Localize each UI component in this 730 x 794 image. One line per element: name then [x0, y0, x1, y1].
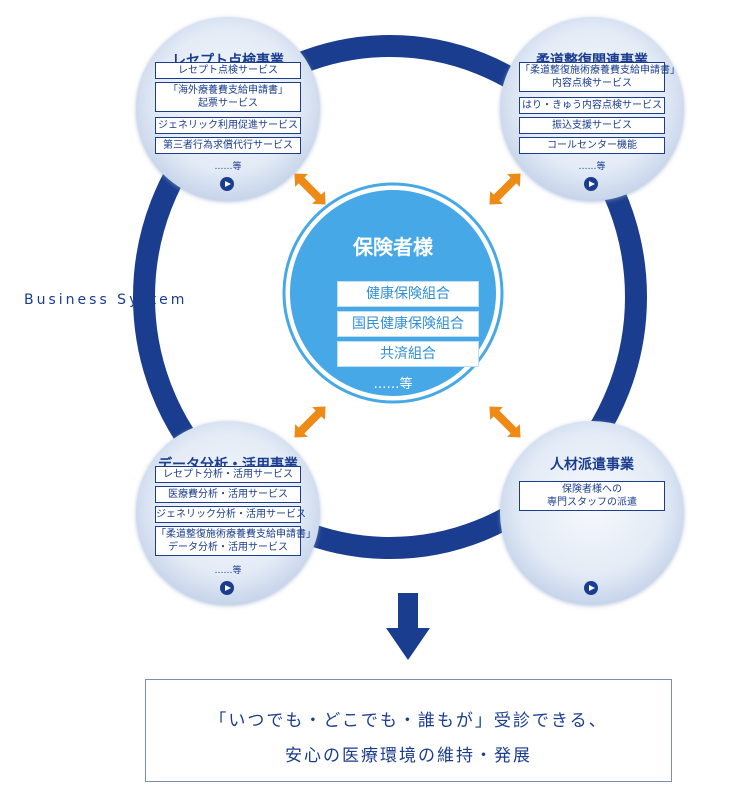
- service-item: レセプト点検サービス: [155, 62, 301, 79]
- play-circle-icon[interactable]: [220, 581, 234, 595]
- service-item: 保険者様への 専門スタッフの派遣: [519, 481, 665, 511]
- service-item: 医療費分析・活用サービス: [155, 486, 301, 503]
- insurer-center: 保険者様 健康保険組合 国民健康保険組合 共済組合 ……等: [289, 189, 497, 397]
- service-item: 「海外療養費支給申請書」 起票サービス: [155, 82, 301, 112]
- business-etc: ……等: [214, 162, 242, 172]
- result-message-box: 「いつでも・どこでも・誰もが」受診できる、 安心の医療環境の維持・発展: [145, 679, 672, 782]
- center-item-mutual-aid-association: 共済組合: [337, 341, 479, 367]
- center-title: 保険者様: [353, 235, 433, 259]
- double-arrow-icon: [294, 406, 326, 438]
- double-arrow-icon: [294, 173, 326, 205]
- service-item: 振込支援サービス: [519, 117, 665, 134]
- service-item: コールセンター機能: [519, 137, 665, 154]
- business-etc: ……等: [578, 162, 606, 172]
- business-title: 人材派遣事業: [550, 457, 634, 473]
- business-judo-therapy: 柔道整復関連事業 「柔道整復施術療養費支給申請書」 内容点検サービス はり・きゅ…: [502, 19, 682, 199]
- service-item: ジェネリック利用促進サービス: [155, 117, 301, 134]
- play-circle-icon[interactable]: [584, 581, 598, 595]
- center-item-health-insurance-society: 健康保険組合: [337, 281, 479, 307]
- double-arrow-icon: [489, 406, 521, 438]
- service-item: はり・きゅう内容点検サービス: [519, 97, 665, 114]
- result-line-2: 安心の医療環境の維持・発展: [285, 746, 532, 766]
- play-circle-icon[interactable]: [584, 177, 598, 191]
- center-circle-outline: [282, 182, 504, 404]
- bubble-staffing: [500, 421, 684, 605]
- business-etc: ……等: [214, 566, 242, 576]
- center-etc: ……等: [373, 377, 413, 392]
- business-staffing: 人材派遣事業 保険者様への 専門スタッフの派遣: [502, 423, 682, 603]
- service-item: 「柔道整復施術療養費支給申請書」 内容点検サービス: [519, 62, 680, 92]
- result-line-1: 「いつでも・どこでも・誰もが」受診できる、: [209, 711, 608, 731]
- business-system-ring: [133, 35, 647, 559]
- service-item: 第三者行為求償代行サービス: [155, 137, 301, 154]
- double-arrow-icon: [489, 173, 521, 205]
- business-system-label: Business System: [24, 292, 188, 308]
- center-item-national-health-insurance-society: 国民健康保険組合: [337, 311, 479, 337]
- business-receipt-check: レセプト点検事業 レセプト点検サービス 「海外療養費支給申請書」 起票サービス …: [138, 19, 318, 199]
- down-arrow-icon: [386, 593, 430, 660]
- service-item: 「柔道整復施術療養費支給申請書」 データ分析・活用サービス: [155, 526, 316, 556]
- service-item: ジェネリック分析・活用サービス: [155, 506, 306, 523]
- play-circle-icon[interactable]: [220, 177, 234, 191]
- business-data-analysis: データ分析・活用事業 レセプト分析・活用サービス 医療費分析・活用サービス ジェ…: [138, 423, 318, 603]
- service-item: レセプト分析・活用サービス: [155, 466, 301, 483]
